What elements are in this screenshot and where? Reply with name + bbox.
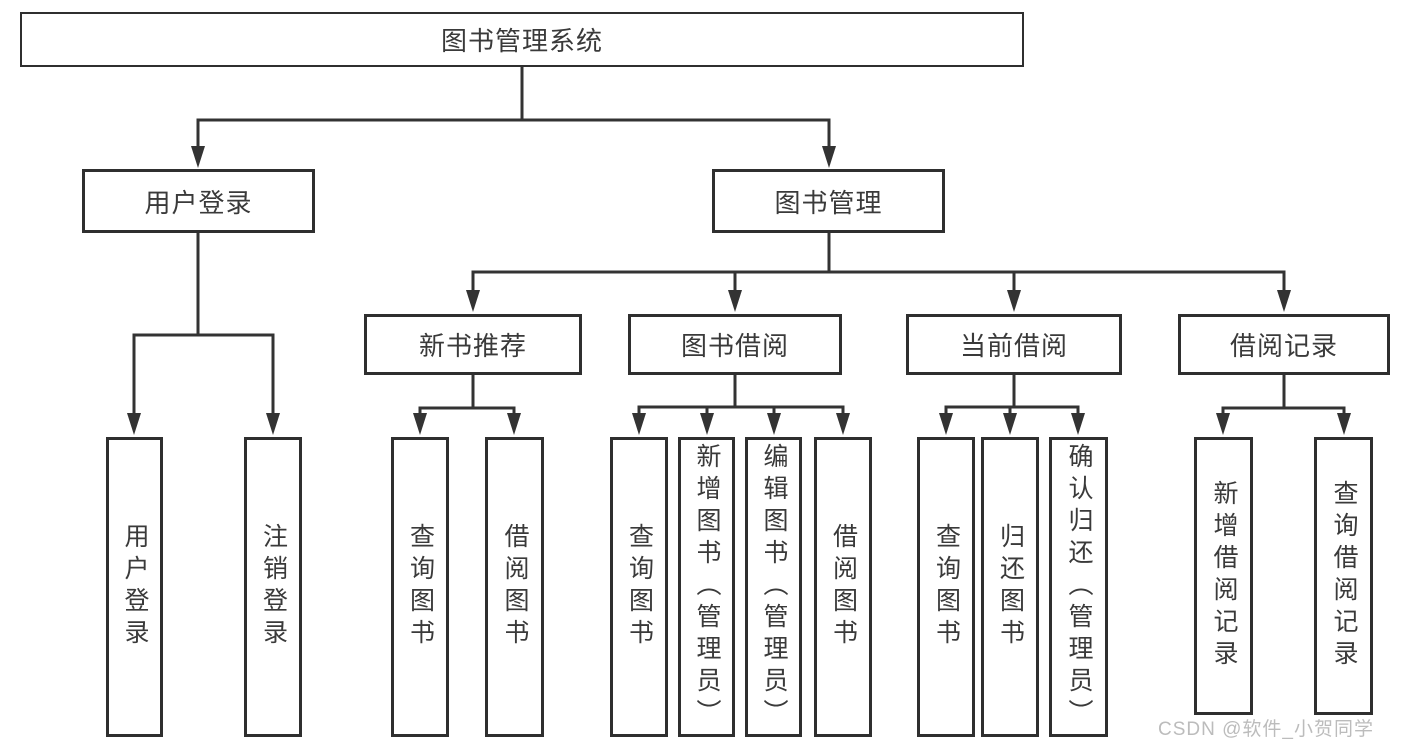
leaf-logout: 注销登录 xyxy=(244,437,302,737)
leaf-query-borrow-record: 查询借阅记录 xyxy=(1314,437,1373,715)
leaf-query-books-recommend-label: 查询图书 xyxy=(406,523,435,651)
leaf-user-login: 用户登录 xyxy=(106,437,163,737)
leaf-query-borrow-record-label: 查询借阅记录 xyxy=(1330,480,1358,672)
node-borrow-records-label: 借阅记录 xyxy=(1229,331,1338,361)
leaf-confirm-return-admin-label: 确认归还（管理员） xyxy=(1065,443,1093,731)
node-root-label: 图书管理系统 xyxy=(440,26,603,56)
leaf-add-book-admin: 新增图书（管理员） xyxy=(678,437,735,737)
node-new-book-recommend: 新书推荐 xyxy=(364,314,582,375)
leaf-add-borrow-record: 新增借阅记录 xyxy=(1194,437,1253,715)
node-borrow-records: 借阅记录 xyxy=(1178,314,1390,375)
leaf-logout-label: 注销登录 xyxy=(259,523,288,651)
node-book-management: 图书管理 xyxy=(712,169,945,233)
leaf-add-borrow-record-label: 新增借阅记录 xyxy=(1210,480,1238,672)
node-current-borrow-label: 当前借阅 xyxy=(959,331,1068,361)
leaf-borrow-books-recommend: 借阅图书 xyxy=(485,437,544,737)
node-root-system: 图书管理系统 xyxy=(20,12,1024,67)
arrow-down-icons xyxy=(127,146,1351,435)
leaf-query-books-recommend: 查询图书 xyxy=(391,437,449,737)
leaf-return-book-label: 归还图书 xyxy=(996,523,1025,651)
leaf-query-books-current-label: 查询图书 xyxy=(932,523,961,651)
leaf-query-books-borrow: 查询图书 xyxy=(610,437,668,737)
node-current-borrow: 当前借阅 xyxy=(906,314,1122,375)
leaf-query-books-borrow-label: 查询图书 xyxy=(625,523,654,651)
leaf-return-book: 归还图书 xyxy=(981,437,1039,737)
tree-branch-lines xyxy=(132,65,1346,417)
watermark: CSDN @软件_小贺同学 xyxy=(1158,719,1374,740)
leaf-user-login-label: 用户登录 xyxy=(121,523,149,651)
leaf-add-book-admin-label: 新增图书（管理员） xyxy=(693,443,721,731)
leaf-borrow-books-recommend-label: 借阅图书 xyxy=(501,523,529,651)
node-book-management-label: 图书管理 xyxy=(774,187,883,218)
node-user-login: 用户登录 xyxy=(82,169,315,233)
leaf-edit-book-admin: 编辑图书（管理员） xyxy=(745,437,802,737)
leaf-query-books-current: 查询图书 xyxy=(917,437,975,737)
node-book-borrow: 图书借阅 xyxy=(628,314,842,375)
node-new-book-recommend-label: 新书推荐 xyxy=(418,331,527,361)
leaf-confirm-return-admin: 确认归还（管理员） xyxy=(1049,437,1108,737)
leaf-borrow-book: 借阅图书 xyxy=(814,437,872,737)
node-user-login-label: 用户登录 xyxy=(144,187,253,218)
leaf-borrow-book-label: 借阅图书 xyxy=(829,523,858,651)
node-book-borrow-label: 图书借阅 xyxy=(680,331,789,361)
leaf-edit-book-admin-label: 编辑图书（管理员） xyxy=(760,443,788,731)
